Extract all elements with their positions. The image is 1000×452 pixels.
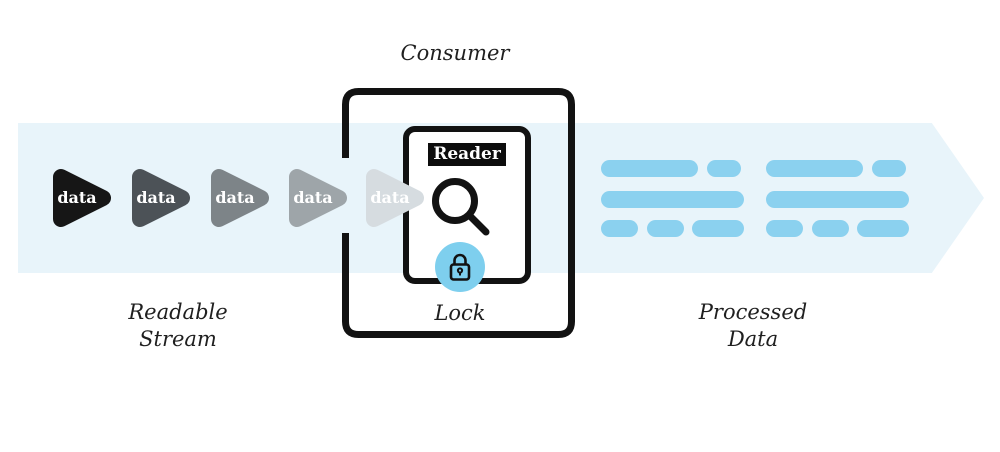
processed-data-pill [872, 160, 906, 177]
chunk-triangle-icon [211, 169, 269, 227]
data-chunk: data [52, 168, 114, 228]
processed-data-pill [857, 220, 909, 237]
processed-data-pill [601, 160, 698, 177]
data-chunk: data [288, 168, 350, 228]
data-chunk: data [131, 168, 193, 228]
processed-data-pill [812, 220, 849, 237]
lock-icon [449, 253, 471, 281]
processed-data-pill [601, 191, 744, 208]
processed-data-pill [707, 160, 741, 177]
processed-data-pill [647, 220, 684, 237]
processed-data-label-line2: Data [727, 327, 779, 351]
readable-stream-label-line2: Stream [139, 327, 217, 351]
readable-stream-label-line1: Readable [128, 300, 228, 324]
processed-data-pill [692, 220, 744, 237]
chunk-triangle-icon [132, 169, 190, 227]
processed-data-pill [601, 220, 638, 237]
consumer-label: Consumer [400, 41, 510, 65]
lock-badge [435, 242, 485, 292]
chunk-label: data [293, 188, 333, 207]
chunk-label: data [215, 188, 255, 207]
chunk-triangle-icon [53, 169, 111, 227]
chunk-triangle-icon [289, 169, 347, 227]
processed-data-pill [766, 160, 863, 177]
processed-data-label: Processed Data [653, 299, 853, 353]
processed-data-block [766, 160, 911, 240]
processed-data-label-line1: Processed [698, 300, 808, 324]
lock-label: Lock [434, 301, 486, 325]
processed-data-pill [766, 191, 909, 208]
data-chunk: data [365, 168, 427, 228]
chunk-label: data [57, 188, 97, 207]
data-chunk: data [210, 168, 272, 228]
chunk-label: data [136, 188, 176, 207]
readable-stream-label: Readable Stream [78, 299, 278, 353]
processed-data-block [601, 160, 746, 240]
chunk-label: data [370, 188, 410, 207]
processed-data-pill [766, 220, 803, 237]
